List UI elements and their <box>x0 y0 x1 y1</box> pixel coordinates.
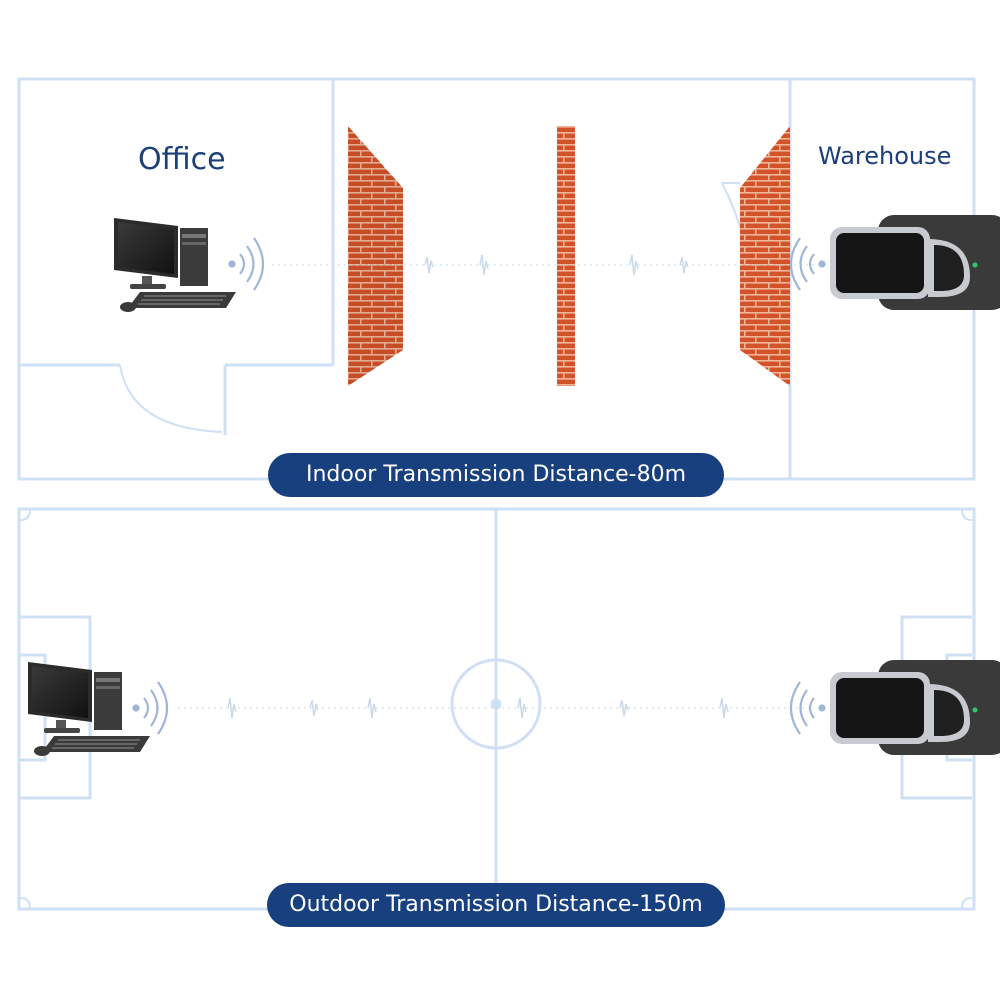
wifi-waves-icon <box>789 681 826 735</box>
brick-wall-right <box>740 126 790 386</box>
wifi-waves-icon <box>132 681 169 735</box>
desktop-computer-icon <box>114 218 236 312</box>
wireless-receiver-icon <box>830 215 1000 310</box>
wifi-waves-icon <box>228 237 265 291</box>
outdoor-distance-caption: Outdoor Transmission Distance-150m <box>267 883 725 927</box>
brick-wall-left <box>348 126 403 386</box>
indoor-distance-caption: Indoor Transmission Distance-80m <box>268 453 724 497</box>
desktop-computer-icon <box>28 662 150 756</box>
warehouse-label: Warehouse <box>818 142 952 170</box>
office-label: Office <box>138 142 226 177</box>
wireless-receiver-icon <box>830 660 1000 755</box>
wifi-waves-icon <box>789 237 826 291</box>
brick-wall-middle <box>557 126 575 386</box>
outdoor-signal-path <box>178 697 810 719</box>
indoor-signal-path <box>272 254 830 276</box>
